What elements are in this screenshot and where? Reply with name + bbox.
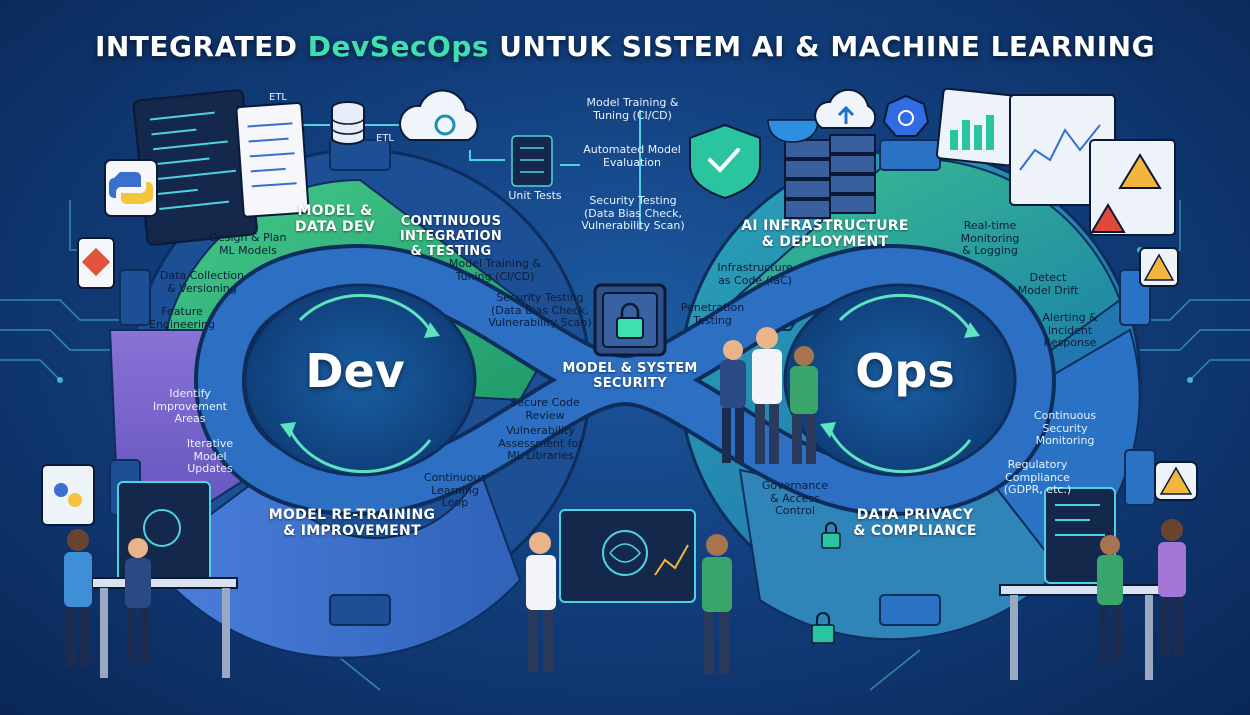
item-detect-drift: Detect Model Drift (1017, 271, 1079, 297)
people-team-center (720, 327, 818, 464)
item-data-collection: Data Collection & Versioning (159, 269, 245, 295)
item-vulnerability-assessment: Vulnerability Assessment for ML Librarie… (498, 424, 583, 463)
item-model-training: Model Training & Tuning (CI/CD) (448, 257, 541, 283)
etl-label-2: ETL (376, 133, 394, 144)
ops-hub-label: Ops (855, 344, 955, 398)
dev-hub (243, 283, 477, 477)
section-ci-testing-title: CONTINUOUS INTEGRATION & TESTING (399, 214, 503, 259)
item-iac: Infrastructure as Code (IaC) (717, 261, 793, 287)
etl-label-1: ETL (269, 92, 287, 103)
dashboard-icon (935, 87, 1176, 236)
item-alerting: Alerting & Incident Response (1042, 311, 1098, 350)
people-left-desk (64, 529, 151, 667)
safe-lock-icon (593, 283, 667, 357)
python-icon (104, 159, 158, 217)
shield-check-icon (689, 123, 761, 200)
code-window (132, 89, 310, 246)
git-icon (77, 237, 115, 289)
pipeline-step-training: Model Training & Tuning (CI/CD) (586, 96, 679, 122)
item-penetration-testing: Penetration Testing (680, 301, 745, 327)
title-accent: DevSecOps (307, 30, 490, 63)
item-regulatory-compliance: Regulatory Compliance (GDPR, etc.) (1003, 458, 1072, 497)
unit-tests-icon (511, 135, 553, 187)
dev-hub-label: Dev (305, 344, 405, 398)
ops-hub (783, 283, 1017, 477)
cloud-upload-icon (814, 88, 877, 129)
unit-tests-label: Unit Tests (508, 189, 562, 202)
pipeline-connectors (300, 110, 641, 230)
lock-icon (811, 522, 841, 644)
section-privacy-title: DATA PRIVACY & COMPLIANCE (853, 507, 977, 540)
item-design-plan: Design & Plan ML Models (209, 231, 287, 257)
cloud-gear-icon (399, 89, 479, 141)
item-security-testing: Security Testing (Data Bias Check, Vulne… (488, 291, 592, 330)
kubernetes-icon (882, 94, 930, 137)
python-doc-icon (41, 464, 95, 526)
warning-icon (1139, 247, 1198, 501)
people-bottom-center (526, 532, 732, 674)
section-ai-infra-title: AI INFRASTRUCTURE & DEPLOYMENT (741, 218, 909, 251)
item-continuous-learning: Continuous Learning Loop (423, 471, 487, 510)
section-security-title: MODEL & SYSTEM SECURITY (562, 361, 698, 391)
item-identify-improvement: Identify Improvement Areas (153, 387, 227, 426)
server-stack-icon (784, 134, 876, 219)
people-right-desk (1097, 519, 1186, 665)
item-iterative-updates: Iterative Model Updates (186, 437, 234, 476)
item-continuous-security-monitoring: Continuous Security Monitoring (1033, 409, 1097, 448)
database-icon (331, 101, 365, 145)
item-secure-code-review: Secure Code Review (510, 396, 580, 422)
hub-cycle-arrows (288, 293, 972, 474)
item-governance: Governance & Access Control (761, 479, 829, 518)
section-model-data-dev-title: MODEL & DATA DEV (295, 203, 375, 236)
item-realtime-monitoring: Real-time Monitoring & Logging (960, 219, 1020, 258)
pipeline-step-evaluation: Automated Model Evaluation (583, 143, 681, 169)
pipeline-step-security-testing: Security Testing (Data Bias Check, Vulne… (581, 194, 685, 233)
docker-icon (767, 119, 819, 143)
page-title: INTEGRATED DevSecOps UNTUK SISTEM AI & M… (94, 30, 1156, 63)
item-feature-engineering: Feature Engineering (149, 305, 215, 331)
section-retraining-title: MODEL RE-TRAINING & IMPROVEMENT (268, 507, 436, 540)
